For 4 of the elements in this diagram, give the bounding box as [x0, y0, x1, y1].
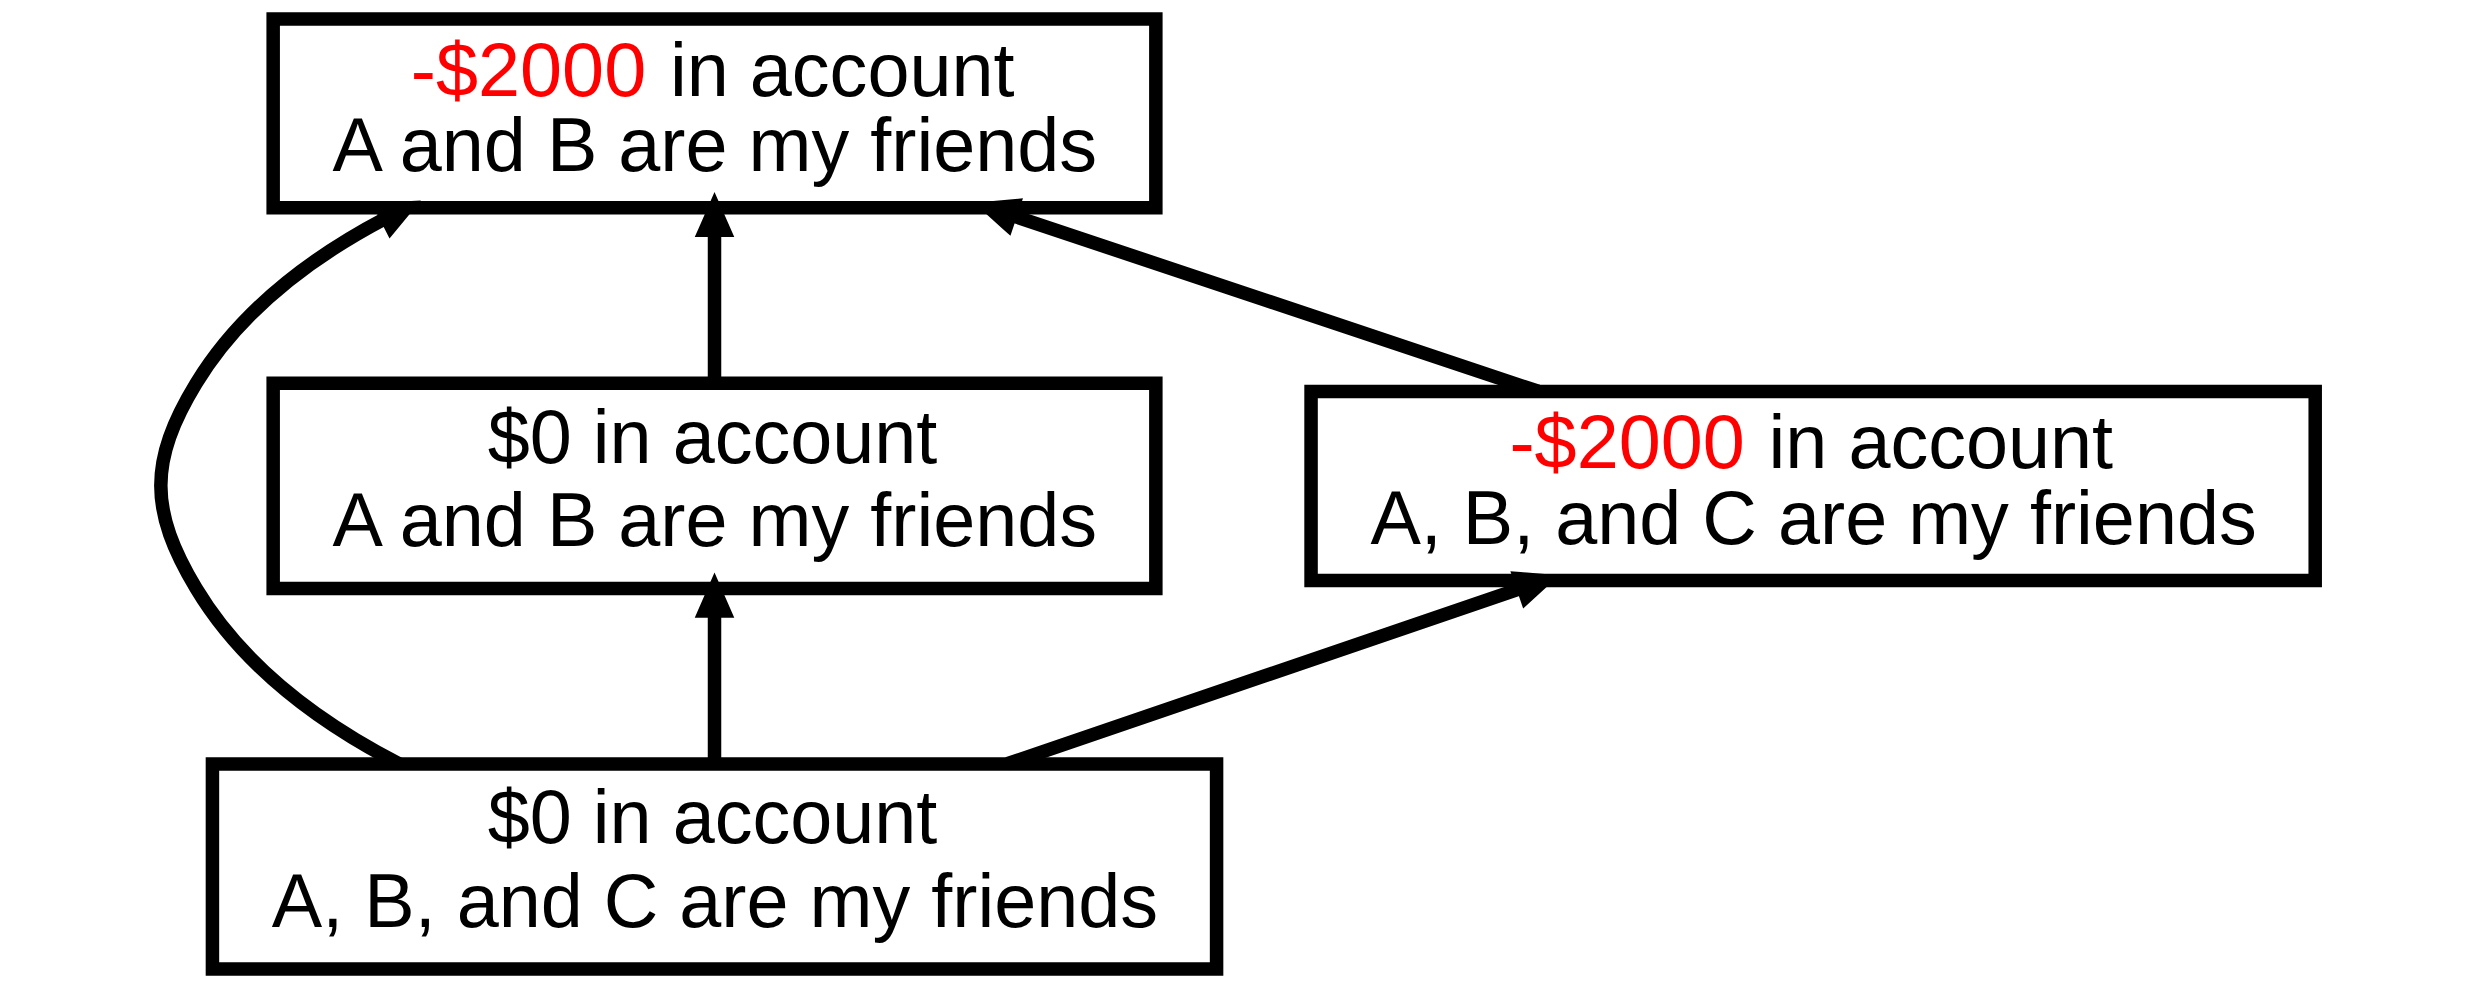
node-box: $0 in account A and B are my friends — [266, 376, 1163, 596]
node-box: -$2000 in account A and B are my friends — [266, 12, 1163, 215]
node-box: -$2000 in account A, B, and C are my friends — [1304, 384, 2322, 588]
node-box: $0 in account A, B, and C are my friends — [205, 757, 1224, 976]
